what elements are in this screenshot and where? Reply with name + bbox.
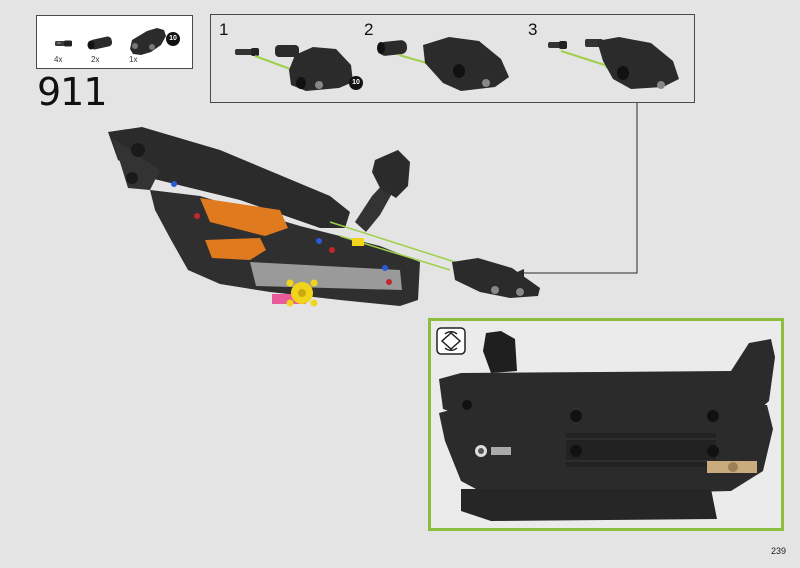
detail-view-box — [428, 318, 784, 531]
pin-connector-part — [55, 40, 72, 47]
sub-step-1-illustration — [235, 45, 353, 91]
parts-list: 4x 2x 1x 10 — [36, 15, 193, 69]
sub-step-number: 1 — [219, 20, 229, 39]
step-number: 911 — [37, 70, 108, 114]
sub-step-number: 2 — [364, 20, 374, 39]
sub-assembly-box: 1 2 3 — [210, 14, 695, 103]
part-qty: 4x — [54, 55, 63, 64]
detail-illustration — [436, 327, 775, 521]
step-reference-badge: 10 — [166, 32, 180, 46]
sub-assembly-illustrations — [235, 37, 679, 91]
sub-step-3-illustration — [548, 37, 679, 89]
panel-element-part — [130, 28, 166, 55]
axle-connector-part — [87, 36, 113, 50]
page-number: 239 — [770, 546, 786, 556]
rotate-model-icon — [436, 327, 466, 355]
part-qty: 1x — [129, 55, 138, 64]
sub-step-number: 3 — [528, 20, 538, 39]
parts-illustrations — [55, 28, 166, 55]
part-qty: 2x — [91, 55, 100, 64]
step-reference-badge: 10 — [349, 76, 363, 90]
sub-step-2-illustration — [377, 37, 509, 91]
